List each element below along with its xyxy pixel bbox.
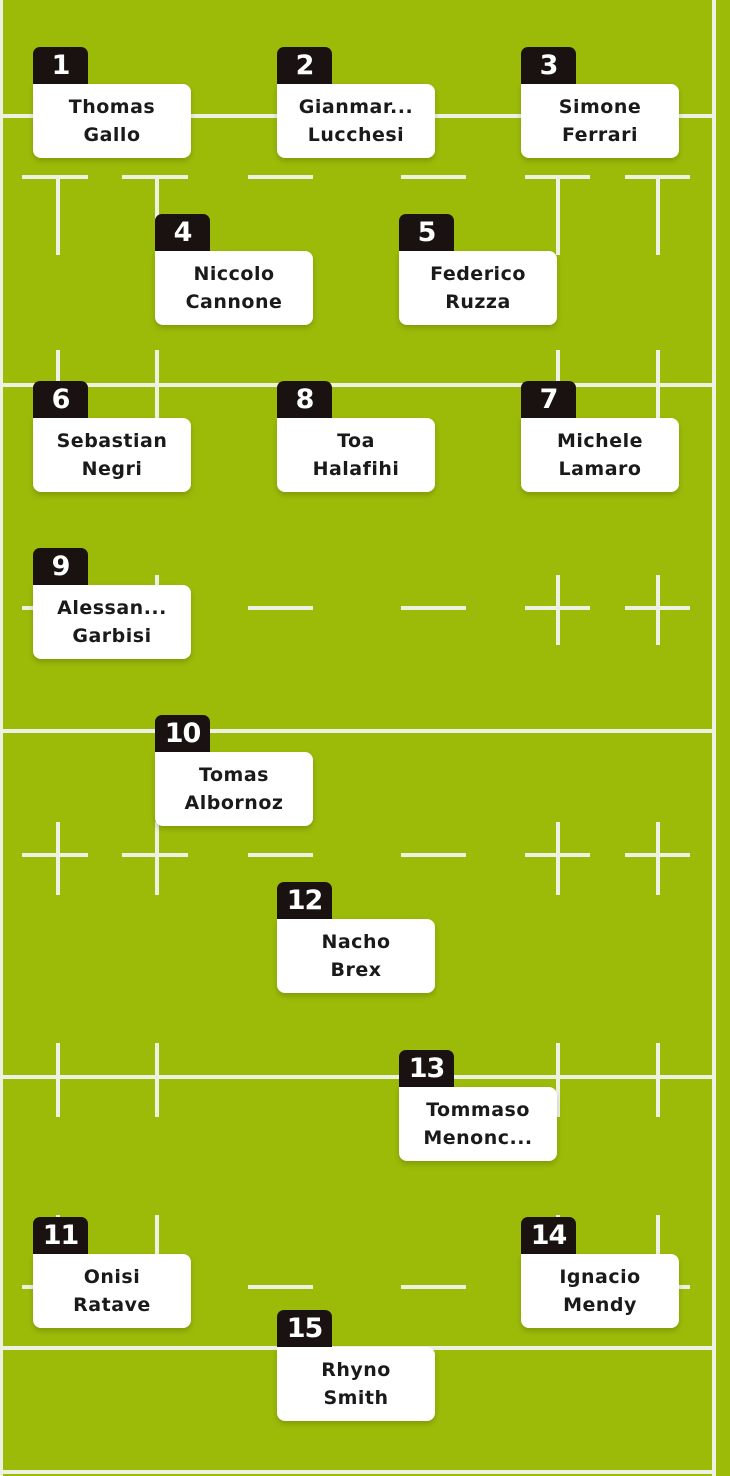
player-last-name: Smith bbox=[323, 1387, 389, 1409]
player-first-name: Federico bbox=[430, 263, 526, 285]
player-first-name: Ignacio bbox=[559, 1266, 641, 1288]
jersey-number: 6 bbox=[33, 381, 88, 421]
player-last-name: Menonc... bbox=[423, 1127, 533, 1149]
player-last-name: Ruzza bbox=[445, 291, 511, 313]
jersey-number: 12 bbox=[277, 882, 332, 922]
player-last-name: Albornoz bbox=[184, 792, 284, 814]
player-first-name: Niccolo bbox=[193, 263, 275, 285]
jersey-number: 1 bbox=[33, 47, 88, 87]
player-last-name: Ferrari bbox=[561, 124, 639, 146]
jersey-number: 9 bbox=[33, 548, 88, 588]
dash-row-10m-far bbox=[22, 822, 690, 895]
jersey-number: 10 bbox=[155, 715, 210, 755]
player-first-name: Sebastian bbox=[56, 430, 168, 452]
jersey-number: 7 bbox=[521, 381, 576, 421]
player-last-name: Cannone bbox=[185, 291, 283, 313]
player-last-name: Gallo bbox=[83, 124, 141, 146]
player-first-name: Thomas bbox=[68, 96, 156, 118]
player-first-name: Rhyno bbox=[321, 1359, 391, 1381]
player-first-name: Tommaso bbox=[426, 1099, 530, 1121]
player-last-name: Ratave bbox=[73, 1294, 151, 1316]
jersey-number: 13 bbox=[399, 1050, 454, 1090]
player-last-name: Negri bbox=[81, 458, 143, 480]
ticks-22-far bbox=[56, 1043, 660, 1117]
jersey-number: 11 bbox=[33, 1217, 88, 1257]
player-last-name: Lamaro bbox=[558, 458, 642, 480]
player-first-name: Michele bbox=[557, 430, 643, 452]
player-first-name: Nacho bbox=[321, 931, 391, 953]
player-first-name: Gianmar... bbox=[298, 96, 414, 118]
jersey-number: 14 bbox=[521, 1217, 576, 1257]
player-last-name: Mendy bbox=[563, 1294, 637, 1316]
player-last-name: Garbisi bbox=[72, 625, 152, 647]
jersey-number: 3 bbox=[521, 47, 576, 87]
jersey-number: 5 bbox=[399, 214, 454, 254]
jersey-number: 8 bbox=[277, 381, 332, 421]
player-first-name: Toa bbox=[337, 430, 375, 452]
player-first-name: Simone bbox=[558, 96, 642, 118]
player-last-name: Lucchesi bbox=[307, 124, 405, 146]
player-last-name: Brex bbox=[330, 959, 382, 981]
jersey-number: 2 bbox=[277, 47, 332, 87]
player-first-name: Onisi bbox=[83, 1266, 141, 1288]
player-last-name: Halafihi bbox=[312, 458, 400, 480]
player-first-name: Tomas bbox=[199, 764, 269, 786]
jersey-number: 15 bbox=[277, 1310, 332, 1350]
jersey-number: 4 bbox=[155, 214, 210, 254]
dash-row-5m bbox=[22, 175, 690, 255]
player-first-name: Alessan... bbox=[57, 597, 167, 619]
